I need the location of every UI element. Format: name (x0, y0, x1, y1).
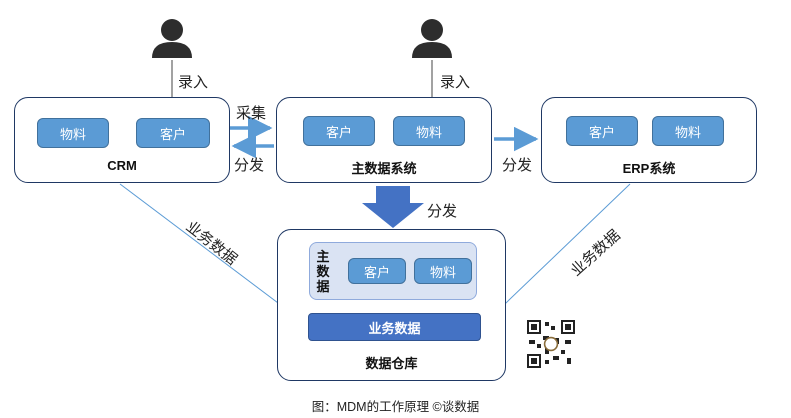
erp-chip-customer: 客户 (566, 116, 638, 146)
distribute-label-down: 分发 (427, 203, 458, 220)
crm-box: 物料 客户 CRM (14, 97, 230, 183)
warehouse-box: 主数据 客户 物料 业务数据 数据仓库 (277, 229, 506, 381)
qr-code-icon (527, 320, 575, 368)
business-data-bar: 业务数据 (308, 313, 481, 341)
crm-chip-material: 物料 (37, 118, 109, 148)
input-label-right: 录入 (440, 74, 471, 91)
mdm-chip-material: 物料 (393, 116, 465, 146)
crm-chip-customer: 客户 (136, 118, 210, 148)
erp-chip-material: 物料 (652, 116, 724, 146)
user-icon (412, 19, 452, 58)
warehouse-chip-customer: 客户 (348, 258, 406, 284)
master-data-panel: 主数据 客户 物料 (309, 242, 477, 300)
user-icon (152, 19, 192, 58)
figure-caption: 图：MDM的工作原理 ©谈数据 (311, 400, 480, 414)
crm-title: CRM (107, 158, 137, 173)
collect-label: 采集 (236, 105, 267, 122)
distribute-down-arrow (362, 186, 424, 228)
erp-title: ERP系统 (622, 161, 676, 176)
input-label-left: 录入 (178, 74, 209, 91)
mdm-title: 主数据系统 (351, 161, 417, 176)
warehouse-title: 数据仓库 (365, 356, 418, 371)
master-data-label: 主数据 (316, 249, 330, 294)
erp-box: 客户 物料 ERP系统 (541, 97, 757, 183)
warehouse-chip-material: 物料 (414, 258, 472, 284)
mdm-chip-customer: 客户 (303, 116, 375, 146)
biz-data-line-left (119, 183, 307, 325)
distribute-label-right: 分发 (502, 157, 533, 174)
biz-data-line-right (483, 183, 631, 325)
distribute-label-left: 分发 (234, 157, 265, 174)
mdm-box: 客户 物料 主数据系统 (276, 97, 492, 183)
